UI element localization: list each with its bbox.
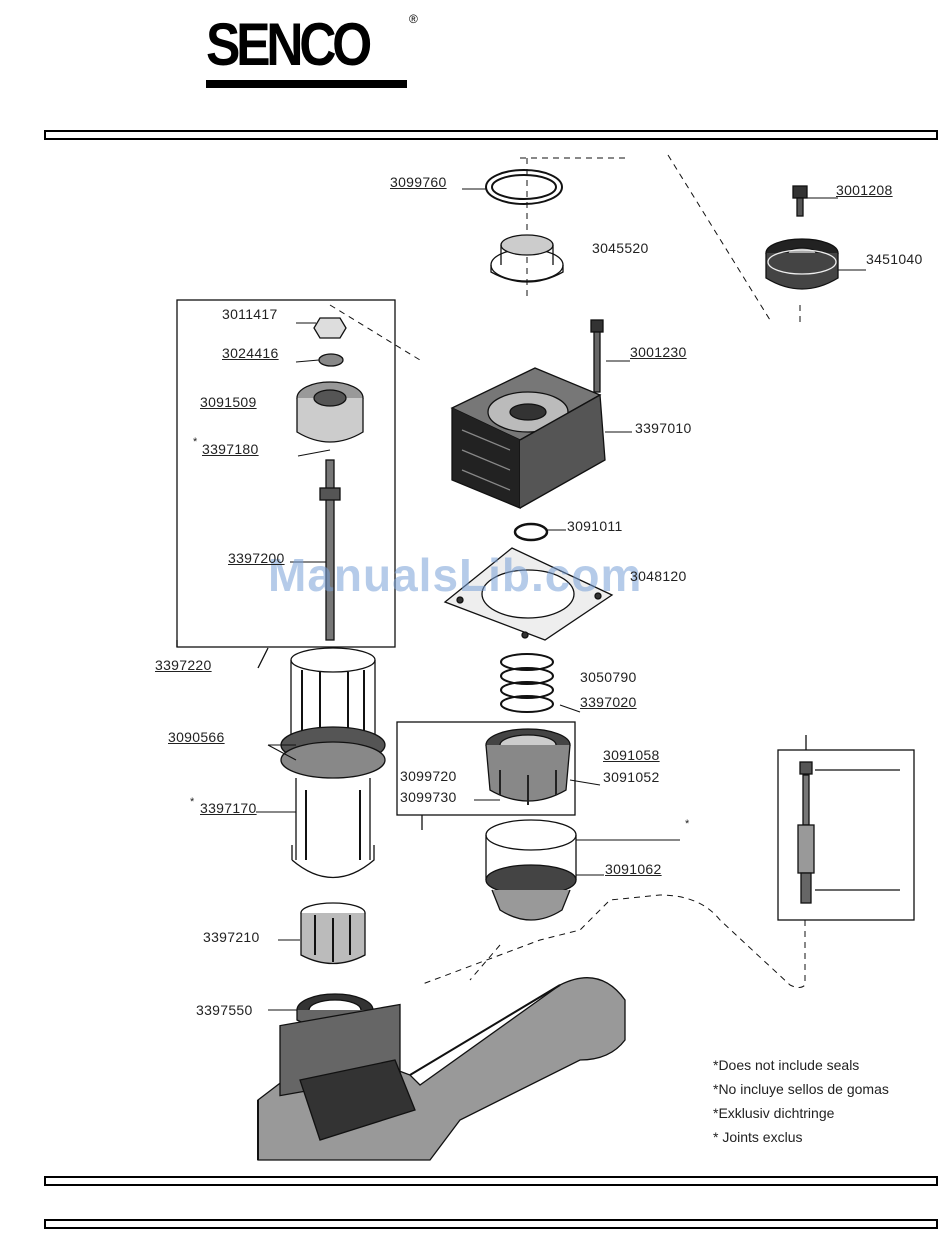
label-3099760: 3099760 [390, 174, 447, 190]
part-3099760-ring [485, 169, 563, 205]
part-3045520-cap [490, 234, 564, 283]
valve-group-box [396, 721, 576, 816]
part-3024416-washer [318, 353, 344, 367]
label-3397550: 3397550 [196, 1002, 253, 1018]
part-3091509-piston [296, 381, 364, 443]
label-3397210: 3397210 [203, 929, 260, 945]
assembly-guide-lines [329, 154, 806, 1100]
part-3048120-gasket [443, 547, 614, 641]
label-3397180: 3397180 [202, 441, 259, 457]
top-rule [44, 130, 938, 140]
label-3397020: 3397020 [580, 694, 637, 710]
assembly-bracket-box [176, 299, 396, 648]
label-3397170: 3397170 [200, 800, 257, 816]
label-3001208: 3001208 [836, 182, 893, 198]
part-3001208-screw [792, 185, 808, 217]
label-3050790: 3050790 [580, 669, 637, 685]
label-3091052: 3091052 [603, 769, 660, 785]
part-3011417-nut [313, 317, 347, 339]
label-3024416: 3024416 [222, 345, 279, 361]
label-3451040: 3451040 [866, 251, 923, 267]
label-3099730: 3099730 [400, 789, 457, 805]
label-3091062: 3091062 [605, 861, 662, 877]
registered-mark: ® [409, 12, 418, 26]
label-3011417: 3011417 [222, 306, 278, 322]
detail-asterisk: * [685, 818, 690, 830]
part-3397010-cylinder-cap [450, 367, 606, 509]
bottom-rule-2 [44, 1219, 938, 1229]
label-3397200: 3397200 [228, 550, 285, 566]
label-3397180-asterisk: * [193, 436, 198, 448]
label-3397010: 3397010 [635, 420, 692, 436]
side-detail-box [777, 749, 915, 921]
logo-underbar [206, 80, 407, 88]
part-3001230-screw [590, 319, 604, 393]
senco-logo: SENCO ® [206, 11, 418, 88]
footnote-en: *Does not include seals [713, 1057, 860, 1073]
label-3397220: 3397220 [155, 657, 212, 673]
label-3091011: 3091011 [567, 518, 623, 534]
watermark: ManualsLib.com [268, 549, 643, 601]
footnote-de: *Exklusiv dichtringe [713, 1105, 835, 1121]
footnote-fr: * Joints exclus [713, 1129, 803, 1145]
footnote-es: *No incluye sellos de gomas [713, 1081, 889, 1097]
part-3397170-cylinder [280, 647, 386, 879]
part-3091011-oring [513, 522, 549, 542]
part-3451040-hub [765, 238, 839, 290]
part-handle-frame [257, 977, 626, 1161]
label-3048120: 3048120 [630, 568, 687, 584]
label-3397170-asterisk: * [190, 796, 195, 808]
part-3397020-valve [485, 728, 571, 805]
label-3091509: 3091509 [200, 394, 257, 410]
leader-lines [256, 188, 866, 1011]
footnotes: *Does not include seals *No incluye sell… [713, 1053, 889, 1149]
logo-wordmark: SENCO [206, 11, 372, 78]
label-3091058: 3091058 [603, 747, 660, 763]
part-3397200-driver-rod [319, 459, 341, 641]
label-3045520: 3045520 [592, 240, 649, 256]
part-3091062-housing [485, 819, 577, 921]
part-3397210-bumper [300, 902, 366, 965]
label-3090566: 3090566 [168, 729, 225, 745]
bottom-rule-1 [44, 1176, 938, 1186]
label-3001230: 3001230 [630, 344, 687, 360]
part-detail-pin [797, 761, 815, 904]
part-3050790-spring [500, 653, 554, 713]
label-3099720: 3099720 [400, 768, 457, 784]
